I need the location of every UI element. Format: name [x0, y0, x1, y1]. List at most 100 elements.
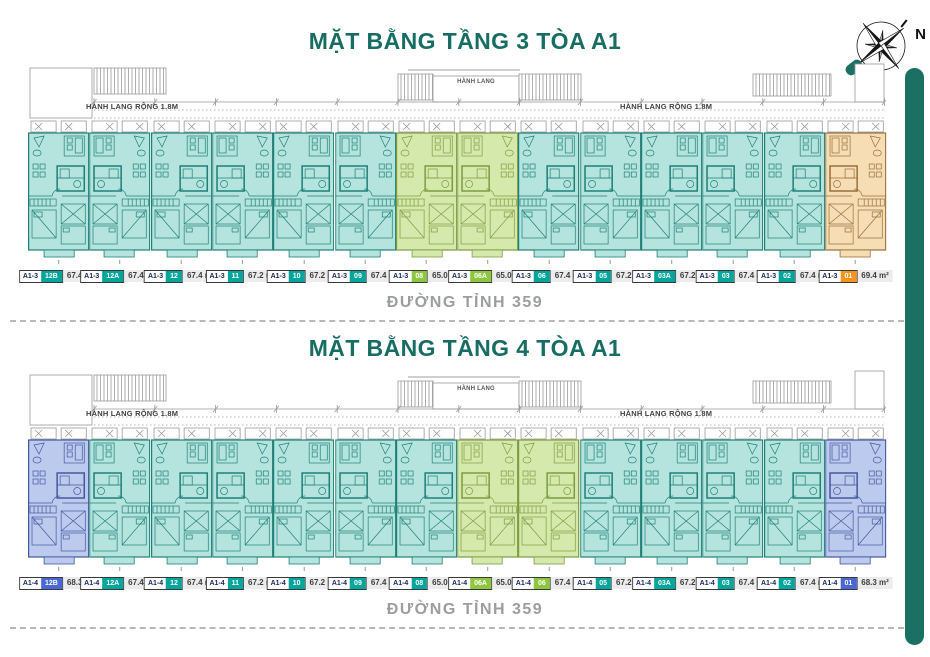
unit-block-code: A1-3 [206, 271, 228, 282]
label-connector [732, 567, 734, 571]
unit-number: 12A [102, 271, 124, 282]
unit-block-code: A1-3 [819, 271, 841, 282]
units-row [28, 427, 887, 565]
unit-plan-A1-3-12A[interactable] [89, 120, 151, 258]
unit-block-code: A1-3 [757, 271, 780, 282]
unit-number: 05 [595, 578, 612, 589]
unit-plan-A1-3-03A[interactable] [641, 120, 703, 258]
unit-number: 12B [41, 271, 62, 282]
road-dashed-line [10, 320, 904, 322]
unit-plan-A1-4-01[interactable] [824, 427, 887, 565]
label-connector [732, 260, 734, 264]
unit-plan-A1-4-08[interactable] [395, 427, 458, 565]
unit-number: 05 [595, 271, 612, 282]
floor-4-section: MẶT BẰNG TẦNG 4 TÒA A1 HÀNH LANG RỘNG 1.… [0, 307, 930, 637]
unit-plan-A1-4-06A[interactable] [457, 427, 519, 565]
compass-rose: N [843, 6, 929, 82]
unit-block-code: A1-4 [819, 578, 841, 589]
unit-number: 12A [102, 578, 124, 589]
corridor-structure-drawing [29, 370, 886, 426]
unit-number: 12 [166, 271, 182, 282]
floor-4-title: MẶT BẰNG TẦNG 4 TÒA A1 [308, 335, 622, 361]
corridor-label-right: HÀNH LANG RỘNG 1.8M [620, 102, 713, 111]
label-connector [425, 260, 427, 264]
unit-block-code: A1-3 [696, 271, 718, 282]
unit-number: 12B [41, 578, 62, 589]
floor-3-title: MẶT BẰNG TẦNG 3 TÒA A1 [308, 28, 622, 54]
unit-plan-A1-3-05[interactable] [579, 120, 641, 258]
label-connector [487, 260, 489, 264]
unit-plan-A1-3-10[interactable] [273, 120, 335, 258]
north-label: N [915, 26, 926, 43]
unit-block-code: A1-4 [328, 578, 351, 589]
unit-plan-A1-3-11[interactable] [211, 120, 274, 258]
unit-plan-A1-4-12B[interactable] [28, 427, 90, 565]
unit-plan-A1-4-06[interactable] [518, 427, 580, 565]
title-underline [408, 69, 520, 71]
unit-number: 09 [350, 271, 366, 282]
unit-plan-A1-4-05[interactable] [579, 427, 641, 565]
unit-block-code: A1-3 [267, 271, 289, 282]
unit-plan-A1-3-06A[interactable] [457, 120, 519, 258]
unit-plan-A1-4-02[interactable] [763, 427, 825, 565]
unit-block-code: A1-4 [267, 578, 289, 589]
label-connector [242, 567, 244, 571]
unit-block-code: A1-4 [512, 578, 534, 589]
unit-plan-A1-3-01[interactable] [824, 120, 887, 258]
corridor-label-center: HÀNH LANG [457, 386, 495, 392]
unit-block-code: A1-3 [81, 271, 103, 282]
label-connector [119, 567, 121, 571]
unit-block-code: A1-3 [512, 271, 534, 282]
unit-number: 02 [779, 271, 795, 282]
label-connector [180, 567, 182, 571]
unit-block-code: A1-4 [206, 578, 228, 589]
unit-plan-A1-3-12[interactable] [150, 120, 212, 258]
unit-plan-A1-3-08[interactable] [395, 120, 458, 258]
unit-block-code: A1-4 [81, 578, 103, 589]
unit-plan-A1-3-02[interactable] [763, 120, 825, 258]
label-connector [119, 260, 121, 264]
unit-plan-A1-4-12[interactable] [150, 427, 212, 565]
unit-plan-A1-4-10[interactable] [273, 427, 335, 565]
unit-plan-A1-4-11[interactable] [211, 427, 274, 565]
unit-plan-A1-4-12A[interactable] [89, 427, 151, 565]
label-connector [487, 567, 489, 571]
unit-plan-A1-3-12B[interactable] [28, 120, 90, 258]
unit-plan-A1-3-09[interactable] [334, 120, 396, 258]
unit-block-code: A1-3 [632, 271, 655, 282]
unit-plan-A1-4-09[interactable] [334, 427, 396, 565]
unit-block-code: A1-3 [448, 271, 471, 282]
label-connector [855, 260, 857, 264]
label-connector [671, 260, 673, 264]
label-connector [548, 567, 550, 571]
unit-block-code: A1-4 [632, 578, 655, 589]
unit-block-code: A1-4 [757, 578, 780, 589]
title-underline [408, 376, 520, 378]
unit-number: 03A [654, 271, 675, 282]
unit-number: 02 [779, 578, 795, 589]
unit-plan-A1-4-03[interactable] [702, 427, 764, 565]
unit-plan-A1-3-03[interactable] [702, 120, 764, 258]
unit-number: 01 [840, 271, 857, 282]
unit-plan-A1-3-06[interactable] [518, 120, 580, 258]
unit-plan-A1-4-03A[interactable] [641, 427, 703, 565]
